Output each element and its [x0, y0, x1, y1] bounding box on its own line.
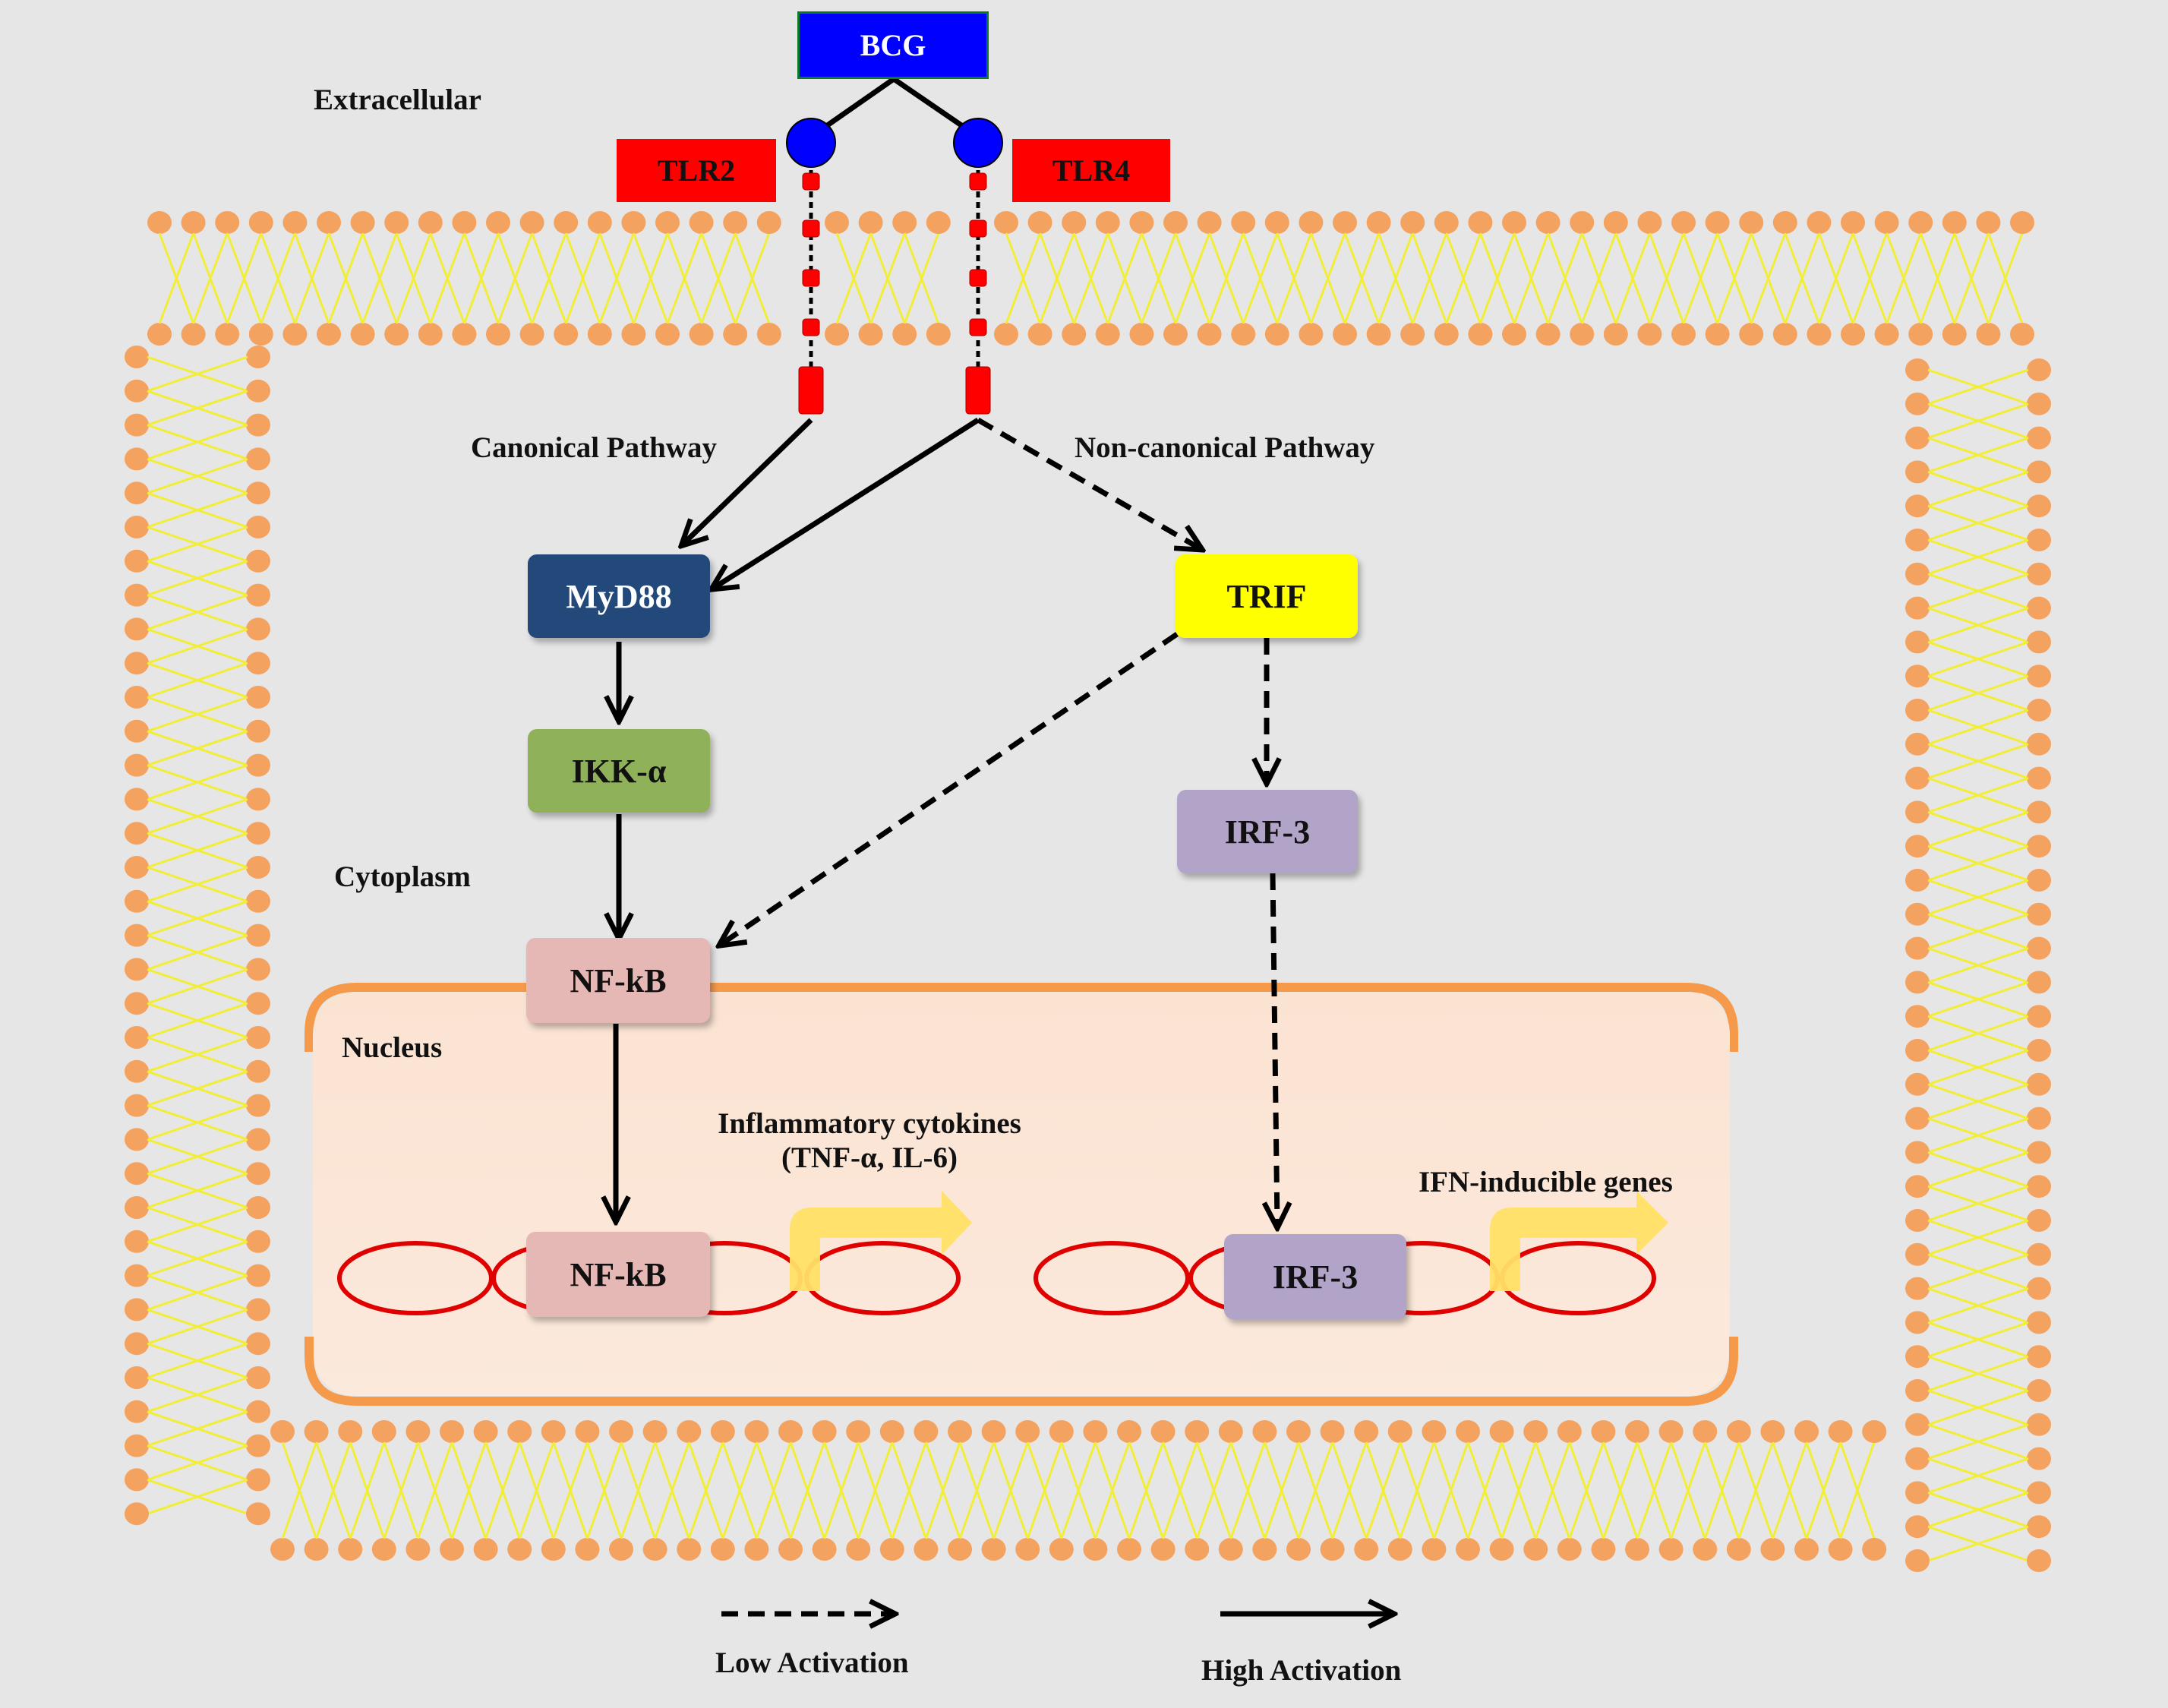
inflammatory-cytokines-label: Inflammatory cytokines (TNF-α, IL-6)	[668, 1107, 1071, 1176]
arrow-irf3-nuclear	[1273, 873, 1277, 1225]
extracellular-label: Extracellular	[314, 84, 481, 116]
gene-arrow-inflammatory-icon	[790, 1191, 972, 1291]
noncanonical-pathway-label: Non-canonical Pathway	[1075, 431, 1375, 464]
nucleus-envelope	[305, 983, 1738, 1052]
legend-low-label: Low Activation	[715, 1646, 909, 1679]
inflammatory-line-2: (TNF-α, IL-6)	[781, 1141, 958, 1174]
arrow-tlr4-myd88	[714, 418, 980, 588]
tlr4-label: TLR4	[1012, 139, 1170, 202]
gene-arrow-ifn-icon	[1490, 1191, 1668, 1291]
nfkb-nuclear-node: NF-kB	[526, 1232, 710, 1317]
arrow-tlr4-trif	[977, 417, 1200, 548]
myd88-node: MyD88	[528, 554, 710, 638]
trif-node: TRIF	[1176, 554, 1358, 638]
irf3-cytoplasm-node: IRF-3	[1177, 790, 1358, 873]
ikk-node: IKK-α	[528, 729, 710, 813]
tlr2-label: TLR2	[617, 139, 776, 202]
nucleus-envelope-bottom	[305, 1337, 1738, 1406]
tlr4-receptor	[953, 118, 1003, 415]
nucleus-label: Nucleus	[342, 1031, 443, 1064]
arrow-tlr2-myd88	[683, 418, 813, 544]
ifn-inducible-genes-label: IFN-inducible genes	[1419, 1166, 1673, 1198]
tlr2-receptor	[786, 118, 836, 415]
nfkb-cytoplasm-node: NF-kB	[526, 938, 710, 1023]
legend-high-label: High Activation	[1201, 1654, 1402, 1687]
lipid-molecules	[125, 211, 2051, 1572]
bcg-box: BCG	[797, 11, 989, 79]
cytoplasm-label: Cytoplasm	[334, 860, 471, 893]
irf3-nuclear-node: IRF-3	[1224, 1234, 1406, 1319]
canonical-pathway-label: Canonical Pathway	[471, 431, 717, 464]
tlr4-receptor-head	[953, 118, 1003, 168]
arrow-trif-nfkb	[721, 632, 1179, 944]
tlr2-receptor-head	[786, 118, 836, 168]
inflammatory-line-1: Inflammatory cytokines	[718, 1107, 1021, 1140]
